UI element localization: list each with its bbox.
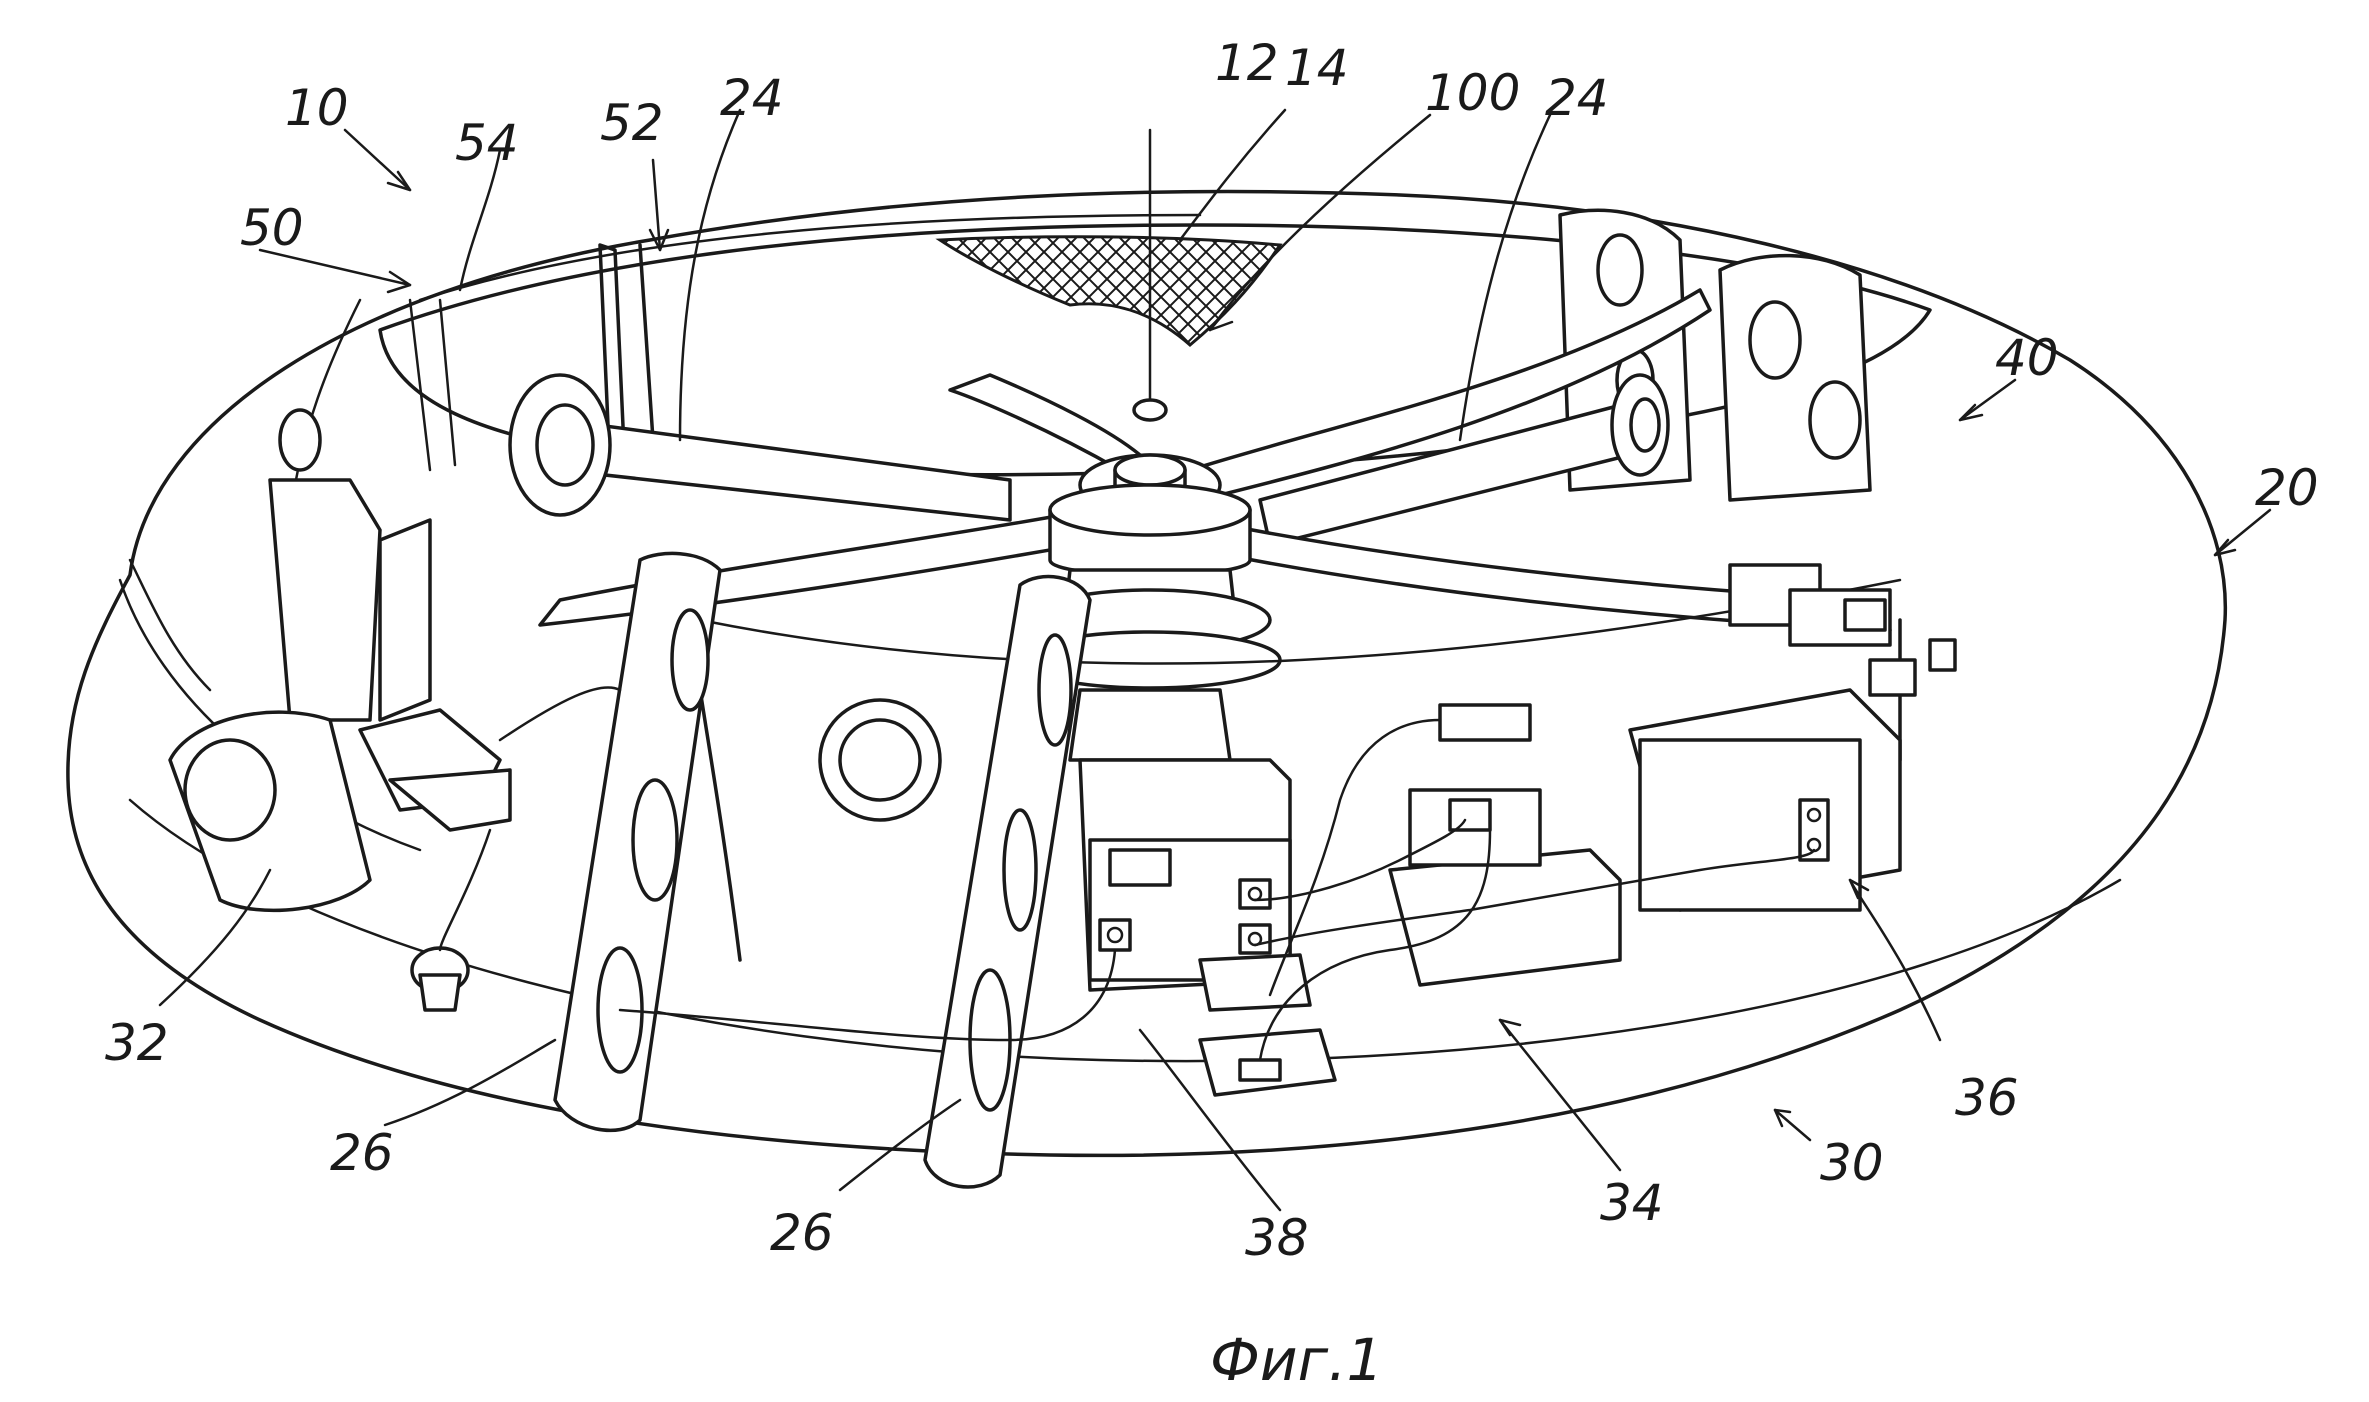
sensor-cluster-40: [1728, 563, 1957, 697]
label-10: 10: [285, 79, 349, 137]
mesh-screen: [935, 235, 1283, 347]
control-box: [1078, 758, 1292, 992]
boom-left: [508, 373, 1012, 522]
module-34: [1388, 703, 1622, 987]
label-26-right: 26: [770, 1204, 834, 1262]
label-24-right: 24: [1545, 69, 1609, 127]
boom-right: [1258, 373, 1670, 547]
label-26-left: 26: [330, 1124, 394, 1182]
figure-caption: Фиг.1: [1210, 1326, 1383, 1394]
label-32: 32: [105, 1014, 169, 1072]
label-36: 36: [1955, 1069, 2019, 1127]
fuselage-body: [688, 578, 1902, 962]
floor-plates: [1198, 953, 1337, 1097]
label-34: 34: [1600, 1174, 1664, 1232]
label-14: 14: [1285, 39, 1349, 97]
module-36: [1628, 688, 1902, 912]
label-40: 40: [1995, 329, 2059, 387]
label-52: 52: [600, 94, 664, 152]
label-100: 100: [1425, 64, 1520, 122]
strut-right: [923, 574, 1092, 1189]
reference-labels: 10 12 14 100 24 24 50 52 54 40 20 32 26 …: [105, 34, 2319, 1267]
cables: [618, 718, 1816, 1062]
label-54: 54: [455, 114, 519, 172]
left-equipment: [128, 408, 622, 1012]
strut-left: [553, 551, 722, 1133]
label-30: 30: [1820, 1134, 1884, 1192]
label-24-left: 24: [720, 69, 784, 127]
label-20: 20: [2255, 459, 2319, 517]
leader-lines: [158, 108, 2272, 1212]
label-12: 12: [1215, 34, 1279, 92]
label-38: 38: [1245, 1209, 1309, 1267]
label-50: 50: [240, 199, 304, 257]
